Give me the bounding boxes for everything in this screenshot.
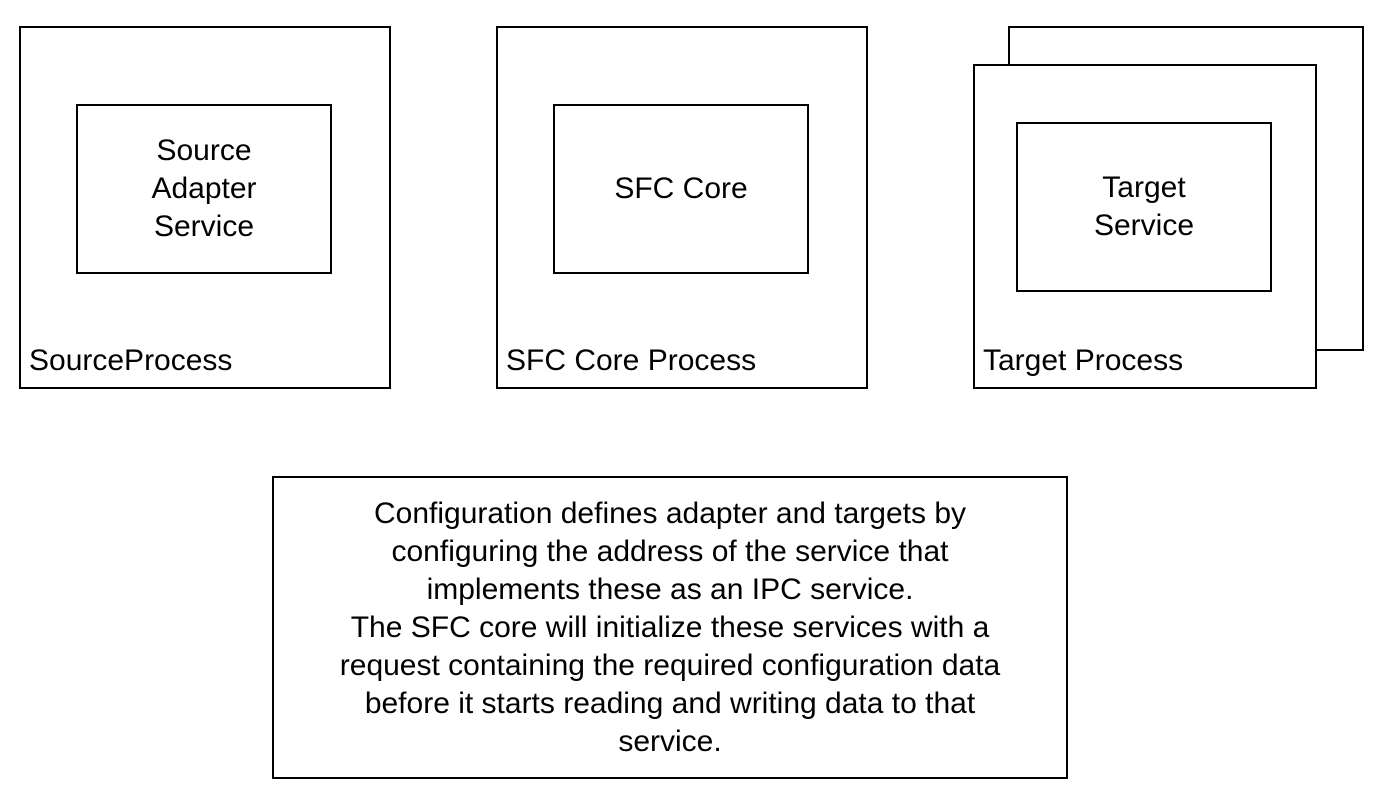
target-process-label: Target Process <box>983 344 1184 377</box>
source-adapter-service-box: Source Adapter Service <box>76 104 332 274</box>
target-service-label: Target Service <box>1093 171 1195 242</box>
source-adapter-service-label: Source Adapter Service <box>151 134 257 243</box>
configuration-note-text: Configuration defines adapter and target… <box>339 496 1001 758</box>
target-process-box: Target Service Target Process <box>973 64 1317 389</box>
source-process-label: SourceProcess <box>29 344 233 377</box>
sfc-core-label: SFC Core <box>614 172 748 205</box>
target-service-box: Target Service <box>1016 122 1272 292</box>
sfc-core-process-label: SFC Core Process <box>506 344 757 377</box>
sfc-core-box: SFC Core <box>553 104 809 274</box>
source-process-box: Source Adapter Service SourceProcess <box>19 26 391 389</box>
configuration-note-box: Configuration defines adapter and target… <box>272 476 1068 779</box>
sfc-core-process-box: SFC Core SFC Core Process <box>496 26 868 389</box>
